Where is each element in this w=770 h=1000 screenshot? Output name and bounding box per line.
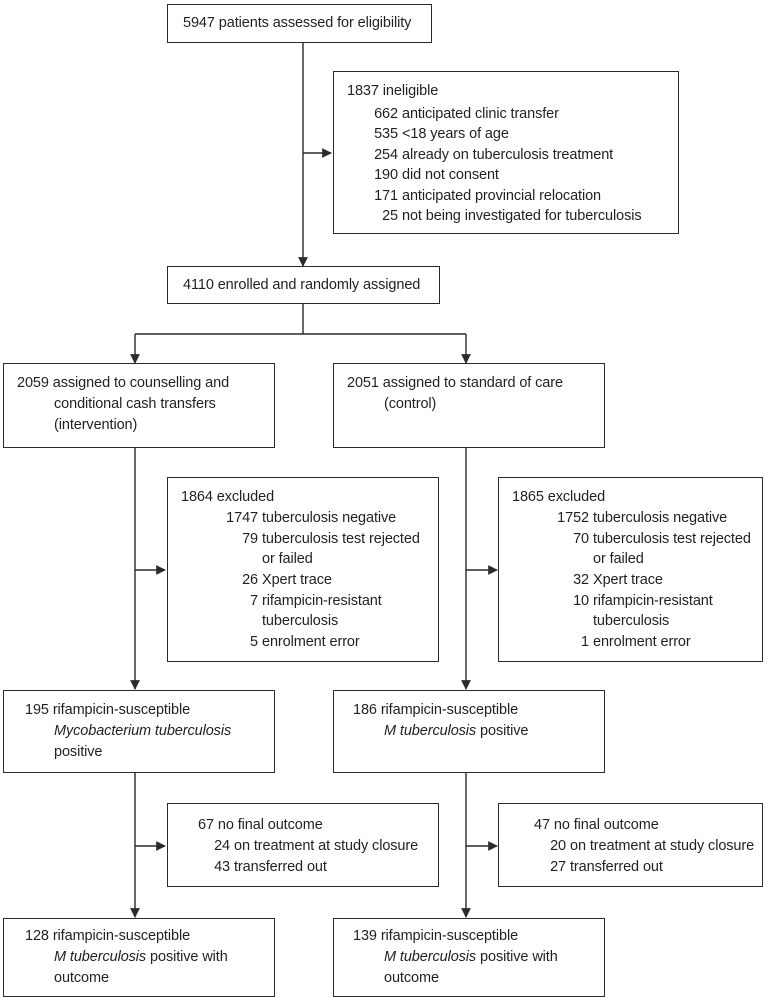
- control-final-box: 139 rifampicin-susceptible M tuberculosi…: [333, 918, 605, 997]
- intervention-nooutcome-header: 67 no final outcome: [198, 817, 323, 833]
- control-final-line: outcome: [384, 970, 439, 986]
- control-final-line: M tuberculosis positive with: [384, 949, 558, 965]
- intervention-assigned-line: conditional cash transfers: [54, 396, 216, 412]
- intervention-final-line: 128 rifampicin-susceptible: [25, 928, 191, 944]
- excluded-item-cont: tuberculosis: [262, 613, 339, 629]
- control-final-line: 139 rifampicin-susceptible: [353, 928, 519, 944]
- ineligible-header: 1837 ineligible: [347, 83, 439, 99]
- control-susceptible-box: 186 rifampicin-susceptible M tuberculosi…: [333, 690, 605, 773]
- intervention-assigned-line: (intervention): [54, 417, 138, 433]
- intervention-final-line: outcome: [54, 970, 109, 986]
- excluded-item-cont: or failed: [593, 551, 644, 567]
- control-susceptible-line: M tuberculosis positive: [384, 723, 529, 739]
- intervention-excluded-header: 1864 excluded: [181, 489, 275, 505]
- enrolled-text: 4110 enrolled and randomly assigned: [183, 277, 421, 293]
- intervention-susceptible-line: positive: [54, 744, 103, 760]
- control-assigned-line: 2051 assigned to standard of care: [347, 375, 563, 391]
- assessed-box: 5947 patients assessed for eligibility: [167, 4, 432, 43]
- intervention-assigned-line: 2059 assigned to counselling and: [17, 375, 230, 391]
- intervention-susceptible-line: Mycobacterium tuberculosis: [54, 723, 232, 739]
- excluded-item-cont: or failed: [262, 551, 313, 567]
- intervention-final-box: 128 rifampicin-susceptible M tuberculosi…: [3, 918, 275, 997]
- control-assigned-box: 2051 assigned to standard of care (contr…: [333, 363, 605, 448]
- intervention-susceptible-box: 195 rifampicin-susceptible Mycobacterium…: [3, 690, 275, 773]
- control-excluded-header: 1865 excluded: [512, 489, 606, 505]
- intervention-susceptible-line: 195 rifampicin-susceptible: [25, 702, 191, 718]
- excluded-item-cont: tuberculosis: [593, 613, 670, 629]
- control-nooutcome-header: 47 no final outcome: [534, 817, 659, 833]
- control-assigned-line: (control): [384, 396, 437, 412]
- enrolled-box: 4110 enrolled and randomly assigned: [167, 266, 440, 304]
- control-susceptible-line: 186 rifampicin-susceptible: [353, 702, 519, 718]
- ineligible-item: 535<18 years of age: [374, 126, 509, 142]
- intervention-final-line: M tuberculosis positive with: [54, 949, 228, 965]
- assessed-text: 5947 patients assessed for eligibility: [183, 15, 412, 31]
- intervention-assigned-box: 2059 assigned to counselling and conditi…: [3, 363, 275, 448]
